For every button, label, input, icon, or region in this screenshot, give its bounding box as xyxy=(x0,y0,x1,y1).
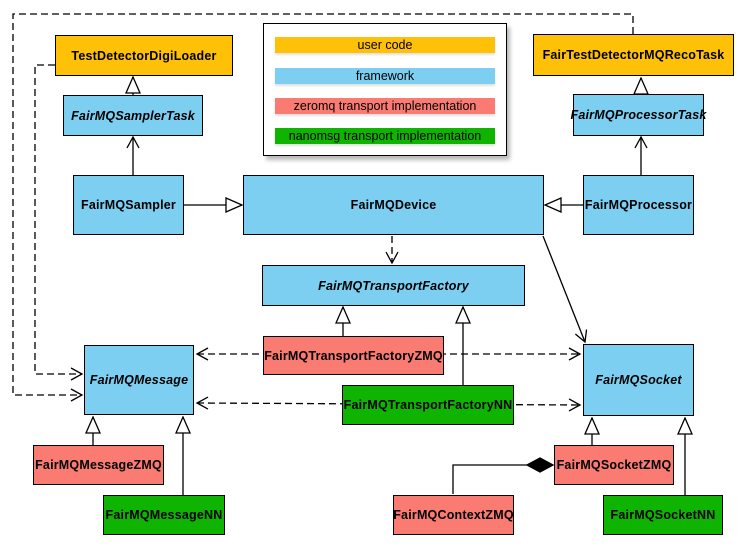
legend-label: user code xyxy=(357,38,413,52)
legend-label: framework xyxy=(355,69,415,83)
node-fairmqmessagezmq: FairMQMessageZMQ xyxy=(33,445,164,485)
node-fairmqsocket: FairMQSocket xyxy=(583,344,694,416)
edge-contextzmq-to-socketzmq xyxy=(452,464,527,494)
node-fairmqmessagenn: FairMQMessageNN xyxy=(103,495,225,535)
edge-recotask-to-message xyxy=(12,13,634,402)
legend-label: zeromq transport implementation xyxy=(293,99,477,113)
node-fairmqprocessortask: FairMQProcessorTask xyxy=(570,94,706,136)
node-testdetectordigiloader: TestDetectorDigiLoader xyxy=(55,35,233,76)
legend-item-nanomsg: nanomsg transport implementation xyxy=(275,128,495,144)
legend-item-framework: framework xyxy=(275,68,495,84)
node-fairmqdevice: FairMQDevice xyxy=(243,175,544,235)
node-fairmqprocessor: FairMQProcessor xyxy=(583,175,694,235)
node-fairmqcontextzmq: FairMQContextZMQ xyxy=(393,495,514,535)
node-fairmqsampler: FairMQSampler xyxy=(73,175,184,235)
node-fairmqsocketzmq: FairMQSocketZMQ xyxy=(554,445,674,485)
legend: user code framework zeromq transport imp… xyxy=(263,23,507,156)
node-fairmqmessage: FairMQMessage xyxy=(84,345,194,415)
node-fairmqtransportfactory: FairMQTransportFactory xyxy=(262,265,525,306)
node-fairmqsocketnn: FairMQSocketNN xyxy=(603,495,723,535)
node-fairmqsamplertask: FairMQSamplerTask xyxy=(63,95,203,136)
composition-diamond xyxy=(525,457,555,473)
node-fairmqtransportfactorynn: FairMQTransportFactoryNN xyxy=(342,385,514,425)
legend-item-zeromq: zeromq transport implementation xyxy=(275,98,495,114)
legend-label: nanomsg transport implementation xyxy=(288,129,482,143)
node-fairmqtransportfactoryzmq: FairMQTransportFactoryZMQ xyxy=(263,336,444,375)
legend-item-user-code: user code xyxy=(275,37,495,53)
node-fairtestdetectormqrecotask: FairTestDetectorMQRecoTask xyxy=(533,34,734,76)
edge-digiloader-to-message xyxy=(34,64,84,381)
edge-device-to-socket xyxy=(542,235,588,344)
